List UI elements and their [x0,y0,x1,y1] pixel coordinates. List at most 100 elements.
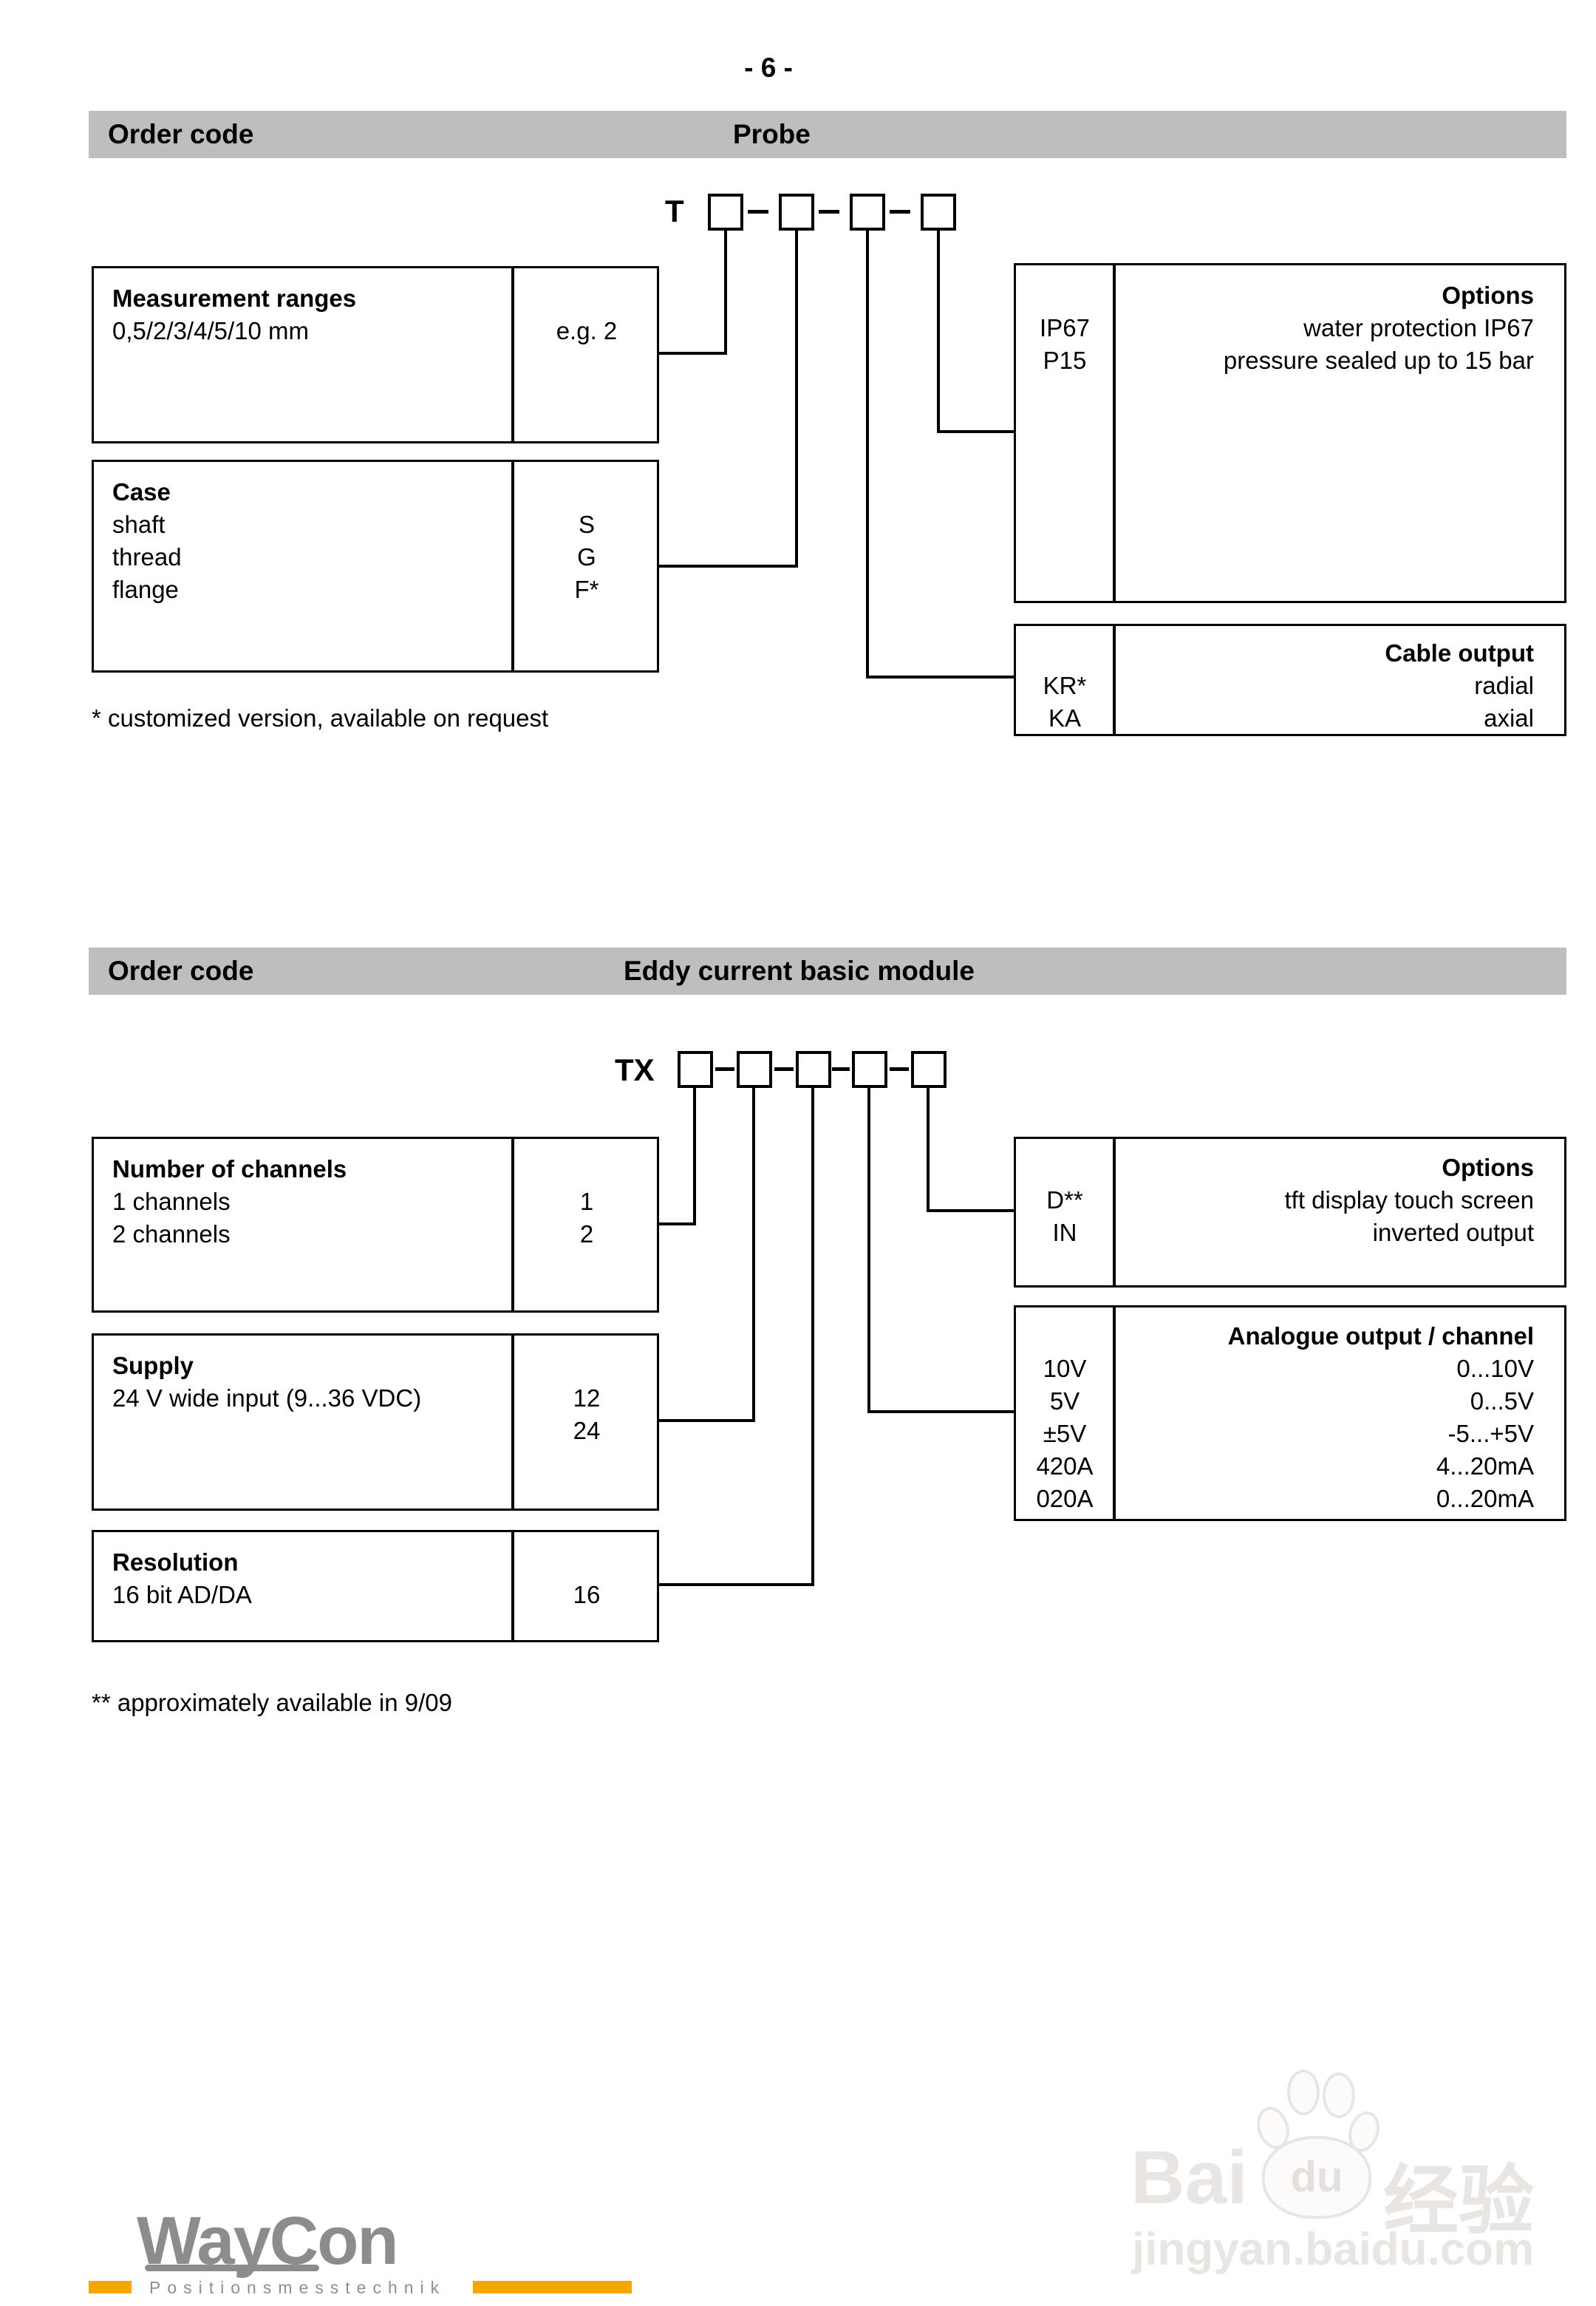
code-box [678,1051,713,1088]
module-options-code: IN [1052,1219,1077,1246]
connector-line [866,229,869,678]
channels-item: 2 channels [112,1220,231,1248]
module-options-box [1014,1137,1566,1288]
cable-output-box [1014,624,1566,736]
baidu-watermark-text: Bai [1130,2135,1248,2220]
page-number: - 6 - [744,52,793,83]
case-value: F* [574,576,599,603]
waycon-tagline: Positionsmesstechnik [149,2278,446,2297]
probe-options-line: pressure sealed up to 15 bar [1223,347,1534,374]
section2-title-left: Order code [108,956,254,986]
probe-options-code: P15 [1043,347,1087,374]
cell-divider [1113,1305,1116,1521]
code-box [708,194,743,231]
section1-header-bar: Order code Probe [89,111,1566,158]
case-item: thread [112,543,182,571]
code-box [911,1051,947,1088]
analogue-output-code: 420A [1036,1452,1094,1480]
footnote-availability: ** approximately available in 9/09 [92,1689,452,1716]
probe-options-box [1014,263,1566,603]
accent-bar-left [89,2281,132,2293]
section1-title-left: Order code [108,119,254,149]
code-box [852,1051,887,1088]
channels-box [92,1137,659,1313]
supply-title: Supply [112,1352,194,1379]
analogue-output-code: ±5V [1043,1420,1087,1447]
code-box [779,194,814,231]
section1-title-right: Probe [733,119,811,149]
code-box [737,1051,772,1088]
channels-value: 1 [579,1188,594,1215]
cable-output-line: radial [1474,672,1534,699]
baidu-paw-icon: du [1252,2068,1385,2220]
probe-options-line: water protection IP67 [1303,314,1534,341]
analogue-output-line: 0...5V [1470,1387,1534,1415]
code-separator-dash [890,210,910,214]
code-separator-dash [832,1067,850,1071]
probe-options-title: Options [1442,282,1534,309]
cable-output-code: KA [1048,704,1082,732]
case-item: shaft [112,511,166,538]
resolution-value: 16 [573,1581,601,1608]
supply-item: 24 V wide input (9...36 VDC) [112,1384,422,1412]
connector-line [724,229,727,355]
supply-value: 24 [573,1417,601,1444]
connector-line [658,1222,696,1225]
code-box [850,194,885,231]
code-box [921,194,956,231]
cable-output-code: KR* [1043,672,1087,699]
module-options-line: tft display touch screen [1284,1186,1534,1214]
baidu-jingyan-url: jingyan.baidu.com [1132,2224,1535,2275]
channels-item: 1 channels [112,1188,231,1215]
cell-divider [1113,263,1116,603]
code-box [796,1051,831,1088]
analogue-output-title: Analogue output / channel [1227,1322,1534,1350]
connector-line [867,1086,870,1413]
connector-line [658,565,798,568]
connector-line [927,1086,930,1212]
waycon-logo-underline [145,2265,319,2271]
module-options-line: inverted output [1372,1219,1534,1246]
case-title: Case [112,478,171,506]
case-item: flange [112,576,179,603]
accent-bar-right [473,2281,632,2293]
cell-divider [511,460,514,673]
supply-box [92,1333,659,1511]
resolution-title: Resolution [112,1548,239,1576]
baidu-jingyan-cn-text: 经验 [1383,2159,1534,2243]
section2-title-right: Eddy current basic module [624,956,975,986]
analogue-output-code: 10V [1043,1355,1087,1382]
analogue-output-line: -5...+5V [1447,1420,1534,1447]
analogue-output-box [1014,1305,1566,1521]
cell-divider [511,266,514,443]
cell-divider [511,1137,514,1313]
module-code-prefix: TX [615,1052,655,1087]
probe-code-prefix: T [665,194,684,228]
cable-output-line: axial [1484,704,1534,732]
connector-line [693,1086,696,1225]
connector-line [937,229,940,433]
resolution-box [92,1530,659,1642]
case-value: S [578,511,595,538]
measurement-ranges-box [92,266,659,443]
case-box [92,460,659,673]
case-value: G [577,543,596,571]
connector-line [658,1583,814,1586]
cell-divider [511,1530,514,1642]
code-separator-dash [890,1067,909,1071]
resolution-item: 16 bit AD/DA [112,1581,252,1608]
analogue-output-code: 5V [1049,1387,1080,1415]
probe-options-code: IP67 [1040,314,1090,341]
cell-divider [1113,1137,1116,1288]
analogue-output-line: 4...20mA [1436,1452,1534,1480]
connector-line [927,1209,1014,1212]
cell-divider [1113,624,1116,736]
supply-value: 12 [573,1384,601,1412]
cable-output-title: Cable output [1385,639,1534,667]
module-options-code: D** [1046,1186,1083,1214]
code-separator-dash [819,210,839,214]
cell-divider [511,1333,514,1511]
channels-value: 2 [579,1220,594,1248]
connector-line [658,1419,755,1422]
